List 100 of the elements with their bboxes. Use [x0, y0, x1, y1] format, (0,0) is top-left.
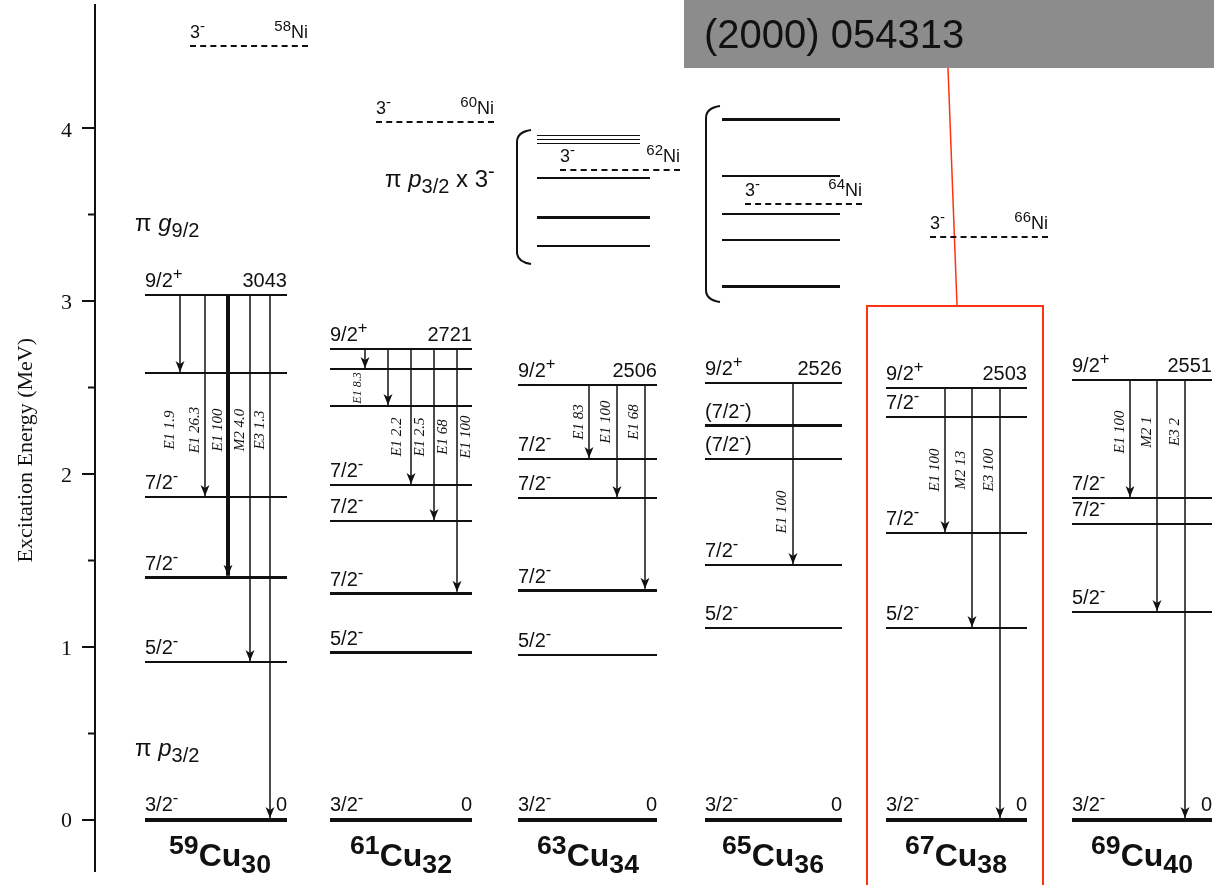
- spin-label: 3$^{-}$: [560, 142, 575, 165]
- energy-label: 2503: [982, 363, 1027, 383]
- spin-label: 7/2$^{-}$: [705, 536, 739, 560]
- tick-label: 4: [61, 119, 72, 141]
- transition-arrow: [265, 295, 275, 819]
- transition-label: E1 83: [570, 404, 586, 440]
- energy-label: 0: [645, 794, 657, 814]
- spin-label: 3/2$^{-}$: [705, 790, 739, 814]
- transition-arrow: [1125, 380, 1135, 498]
- transition-label: E1 100: [773, 490, 789, 534]
- spin-label: 3$^{-}$: [190, 18, 205, 41]
- nucleus-label: $^{59}$Cu$_{30}$: [169, 832, 271, 878]
- transition-arrow: [995, 388, 1005, 819]
- transition-label: M2 13: [952, 450, 968, 490]
- isotope-label: $^{66}$Ni: [1014, 209, 1048, 232]
- transition-arrow: [1152, 380, 1162, 612]
- transition-label: E1 100: [457, 415, 473, 459]
- transition-arrow: [175, 295, 185, 373]
- nucleus-label: $^{61}$Cu$_{32}$: [350, 832, 452, 878]
- energy-label: 0: [275, 794, 287, 814]
- transition-label: E1 26.3: [186, 406, 202, 454]
- spin-label: 7/2$^{-}$: [1072, 469, 1106, 493]
- spin-label: 9/2$^{+}$: [886, 359, 924, 383]
- transition-label: E3 2: [1166, 418, 1182, 446]
- transition-arrow: [245, 295, 255, 662]
- transition-arrow: [967, 388, 977, 628]
- transition-arrow: [788, 383, 798, 565]
- spin-label: 3$^{-}$: [376, 94, 391, 117]
- transition-arrow: [360, 349, 370, 369]
- configuration-label: π g$_{9/2}$: [135, 210, 200, 240]
- energy-label: 2506: [612, 360, 657, 380]
- nucleus-label: $^{65}$Cu$_{36}$: [722, 832, 824, 878]
- transition-arrow: [429, 349, 439, 521]
- energy-label: 2551: [1167, 355, 1212, 375]
- transition-label: E1 100: [1111, 410, 1127, 454]
- spin-label: 9/2$^{+}$: [1072, 351, 1110, 375]
- spin-label: 9/2$^{+}$: [705, 354, 743, 378]
- transition-label: E1 2.5: [411, 417, 427, 457]
- energy-label: 0: [1200, 794, 1212, 814]
- spin-label: 7/2$^{-}$: [518, 561, 552, 586]
- spin-label: 9/2$^{+}$: [145, 266, 183, 290]
- spin-label: (7/2$^{-}$): [705, 430, 752, 454]
- configuration-label: π p$_{3/2}$: [135, 735, 200, 765]
- transition-label: E1 68: [434, 419, 450, 455]
- transition-label: E3 1.3: [251, 410, 267, 450]
- transition-arrow: [383, 349, 393, 406]
- highlight-frame: [866, 305, 1044, 885]
- tick-label: 1: [61, 637, 72, 659]
- tick-label: 0: [61, 809, 72, 831]
- spin-label: 3$^{-}$: [745, 176, 760, 199]
- transition-arrow: [640, 385, 650, 590]
- spin-label: 7/2$^{-}$: [518, 430, 552, 454]
- spin-label: 7/2$^{-}$: [330, 492, 364, 516]
- spin-label: 9/2$^{+}$: [518, 356, 556, 380]
- energy-label: 0: [460, 794, 472, 814]
- spin-label: 3$^{-}$: [930, 209, 945, 232]
- spin-label: 7/2$^{-}$: [886, 388, 920, 412]
- transition-arrow: [612, 385, 622, 498]
- nucleus-label: $^{63}$Cu$_{34}$: [537, 832, 639, 878]
- transition-label: E1 2.2: [388, 417, 404, 457]
- spin-label: 7/2$^{-}$: [518, 469, 552, 493]
- energy-level: [722, 285, 840, 289]
- spin-label: 7/2$^{-}$: [145, 548, 179, 573]
- spin-label: 5/2$^{-}$: [1072, 583, 1106, 607]
- transition-label: E3 100: [980, 448, 996, 492]
- transition-arrow: [200, 295, 210, 497]
- transition-arrow: [452, 349, 462, 593]
- spin-label: 3/2$^{-}$: [145, 790, 179, 814]
- energy-label: 2721: [427, 324, 472, 344]
- spin-label: 5/2$^{-}$: [330, 623, 364, 648]
- energy-level: [722, 118, 840, 122]
- transition-label: E1 8.3: [351, 372, 363, 404]
- transition-label: E1 100: [597, 400, 613, 444]
- citation-banner: (2000) 054313: [684, 0, 1214, 68]
- transition-label: E1 100: [926, 448, 942, 492]
- energy-label: 2526: [797, 358, 842, 378]
- spin-label: 7/2$^{-}$: [330, 456, 364, 480]
- transition-arrow: [940, 388, 950, 533]
- energy-label: 3043: [242, 270, 287, 290]
- spin-label: 3/2$^{-}$: [1072, 790, 1106, 814]
- transition-label: M2 1: [1138, 416, 1154, 448]
- configuration-label: π p$_{3/2}$ x 3$^{-}$: [385, 160, 495, 196]
- spin-label: 5/2$^{-}$: [145, 633, 179, 657]
- spin-label: (7/2$^{-}$): [705, 396, 752, 421]
- spin-label: 7/2$^{-}$: [1072, 495, 1106, 519]
- spin-label: 9/2$^{+}$: [330, 320, 368, 344]
- spin-label: 7/2$^{-}$: [145, 468, 179, 492]
- tick-label: 2: [61, 464, 72, 486]
- transition-arrow: [1180, 380, 1190, 819]
- isotope-label: $^{58}$Ni: [274, 18, 308, 41]
- spin-label: 3/2$^{-}$: [518, 790, 552, 814]
- spin-label: 7/2$^{-}$: [330, 564, 364, 589]
- transition-arrow: [223, 296, 233, 576]
- spin-label: 3/2$^{-}$: [886, 790, 920, 814]
- transition-label: E1 1.9: [161, 410, 177, 450]
- isotope-label: $^{60}$Ni: [460, 94, 494, 117]
- axis-title: Excitation Energy (MeV): [14, 338, 36, 563]
- energy-label: 0: [830, 794, 842, 814]
- spin-label: 5/2$^{-}$: [518, 626, 552, 650]
- transition-label: E1 100: [209, 408, 225, 452]
